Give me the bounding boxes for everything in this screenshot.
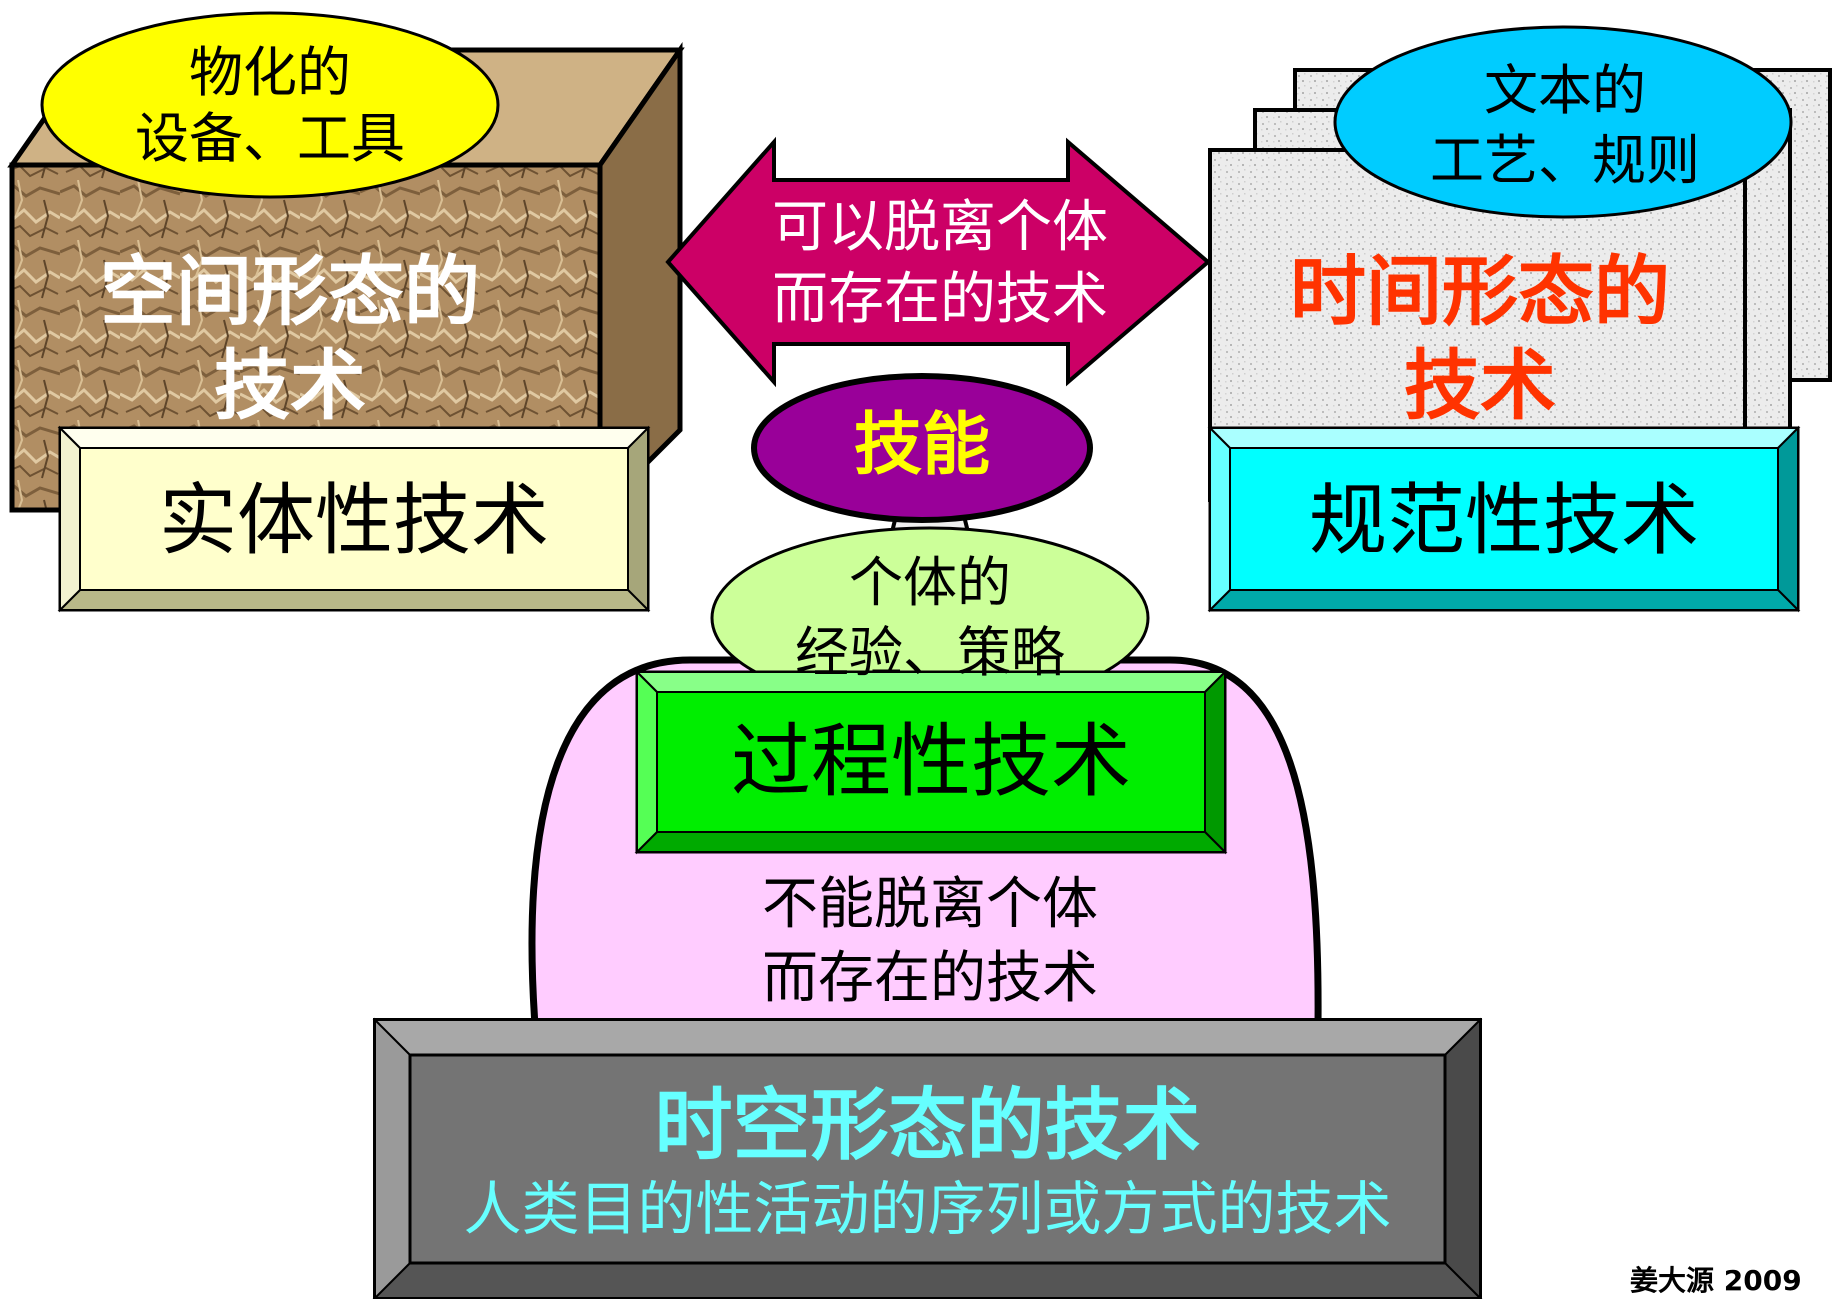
entity-tech-box: [57, 425, 651, 613]
temporal-form-line2: 技术: [1404, 341, 1556, 430]
separable-label: 可以脱离个体 而存在的技术: [720, 192, 1160, 336]
skill-ellipse: [751, 373, 1093, 523]
equipment-label-line1: 物化的: [189, 41, 351, 104]
temporal-form-label: 时间形态的 技术: [1220, 245, 1740, 433]
experience-label: 个体的 经验、策略: [740, 548, 1120, 688]
separable-arrow: [665, 136, 1212, 388]
spatial-form-line1: 空间形态的: [100, 247, 480, 336]
normative-tech-box: [1207, 425, 1801, 613]
author-credit: 姜大源 2009: [1630, 1264, 1802, 1297]
spacetime-title: 时空形态的技术: [654, 1081, 1201, 1171]
separable-line1: 可以脱离个体: [772, 195, 1108, 260]
spatial-form-label: 空间形态的 技术: [40, 245, 540, 433]
experience-line2: 经验、策略: [795, 621, 1065, 684]
inseparable-label: 不能脱离个体 而存在的技术: [680, 868, 1180, 1016]
equipment-label-line2: 设备、工具: [135, 107, 405, 170]
spatial-form-line2: 技术: [214, 341, 366, 430]
normative-tech-label: 规范性技术: [1308, 476, 1699, 566]
craft-rules-line2: 工艺、规则: [1430, 129, 1700, 192]
experience-line1: 个体的: [849, 551, 1011, 614]
craft-rules-label: 文本的 工艺、规则: [1400, 56, 1730, 196]
inseparable-line2: 而存在的技术: [762, 946, 1098, 1011]
equipment-ellipse: [40, 11, 500, 199]
spacetime-subtitle: 人类目的性活动的序列或方式的技术: [463, 1175, 1392, 1243]
craft-rules-line1: 文本的: [1484, 59, 1646, 122]
entity-tech-label: 实体性技术: [158, 476, 549, 566]
separable-line2: 而存在的技术: [772, 267, 1108, 332]
process-tech-label: 过程性技术: [731, 715, 1131, 808]
spacetime-tech-box: [372, 1017, 1483, 1299]
skill-label: 技能: [853, 406, 990, 485]
craft-rules-ellipse: [1333, 25, 1793, 219]
process-tech-box: [634, 669, 1228, 855]
inseparable-line1: 不能脱离个体: [762, 872, 1098, 937]
equipment-label: 物化的 设备、工具: [100, 40, 440, 172]
temporal-form-line1: 时间形态的: [1290, 247, 1670, 336]
